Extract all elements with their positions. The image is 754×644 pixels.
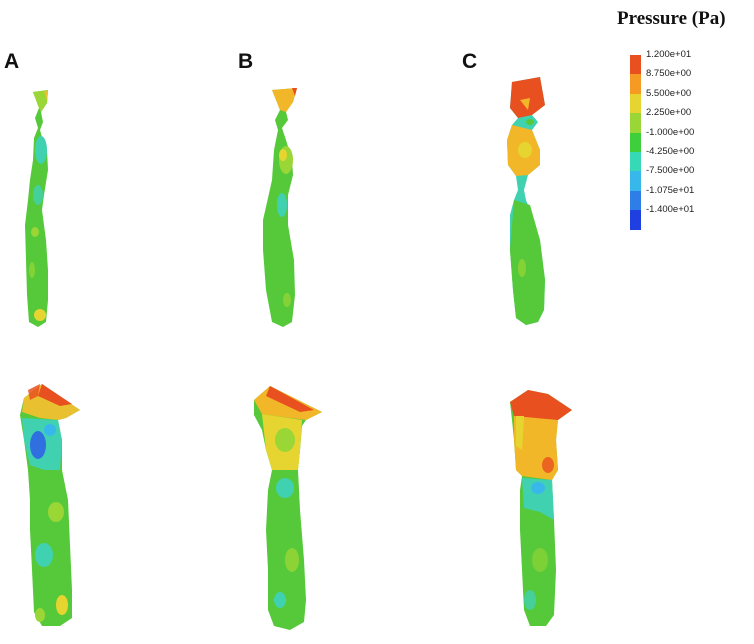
- legend-value: 8.750e+00: [646, 68, 692, 80]
- legend-swatch: [630, 55, 641, 75]
- airway-model-a-front: [20, 384, 80, 626]
- legend-value: -1.075e+01: [646, 184, 695, 196]
- legend-value: 1.200e+01: [646, 49, 692, 60]
- panel-label-c: C: [462, 50, 478, 73]
- legend-value: -4.250e+00: [646, 145, 695, 157]
- legend-swatch: [630, 210, 641, 230]
- legend-swatch: [630, 74, 641, 94]
- legend-swatch: [630, 113, 641, 133]
- legend-swatch: [630, 151, 641, 172]
- legend-value: 5.500e+00: [646, 87, 692, 99]
- airway-model-b-front: [254, 386, 322, 630]
- legend-value: -1.000e+00: [646, 126, 695, 138]
- legend-value: -1.400e+01: [646, 204, 695, 216]
- airway-model-a-side: [25, 90, 48, 327]
- legend-swatch: [630, 190, 641, 211]
- airway-model-c-front: [510, 390, 572, 626]
- panel-label-a: A: [4, 50, 20, 73]
- legend-swatch: [630, 132, 641, 152]
- panel-label-b: B: [238, 50, 254, 73]
- airway-model-c-side: [507, 77, 545, 325]
- legend-swatch: [630, 93, 641, 114]
- legend-value: -7.500e+00: [646, 165, 695, 177]
- airway-model-b-side: [263, 88, 297, 327]
- legend-title: Pressure (Pa): [617, 8, 726, 29]
- legend-value: 2.250e+00: [646, 107, 692, 119]
- legend-swatch: [630, 171, 641, 191]
